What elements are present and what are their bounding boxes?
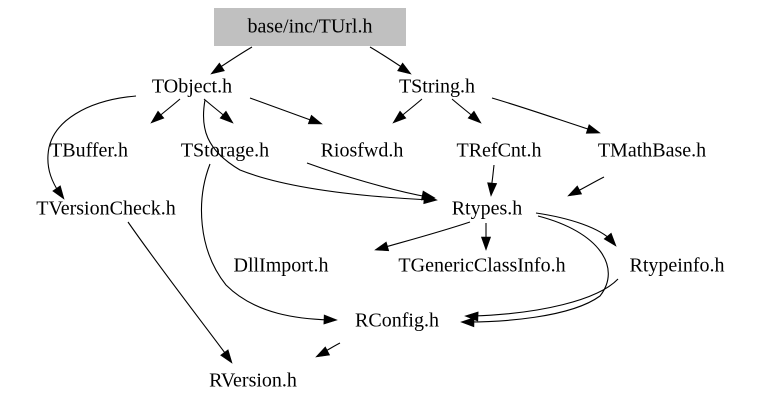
arrow-head-icon: [464, 311, 479, 322]
arrow-head-icon: [585, 124, 601, 134]
graph-node-tstring[interactable]: TString.h: [399, 76, 475, 98]
graph-node-tstorage[interactable]: TStorage.h: [181, 140, 269, 162]
edge-riosfwd-to-rtypes: [306, 162, 436, 201]
arrow-head-icon: [480, 236, 492, 251]
graph-node-tgeneric[interactable]: TGenericClassInfo.h: [398, 255, 565, 277]
node-label: TMathBase.h: [598, 140, 706, 162]
arrow-head-icon: [567, 185, 583, 197]
edge-rtypes-to-rtypeinfo: [535, 212, 617, 247]
arrow-head-icon: [52, 185, 65, 200]
arrow-head-icon: [307, 114, 323, 125]
edge-rtypes-to-rconfig: [460, 215, 609, 328]
edge-line: [381, 221, 471, 249]
edge-trefcnt-to-rtypes: [487, 164, 498, 197]
node-label: TObject.h: [152, 76, 232, 98]
edge-tobject-to-tstorage: [203, 98, 234, 124]
node-label: TStorage.h: [181, 140, 269, 162]
graph-node-trefcnt[interactable]: TRefCnt.h: [457, 140, 542, 162]
arrow-head-icon: [210, 62, 225, 75]
graph-node-tmathbase[interactable]: TMathBase.h: [598, 140, 706, 162]
edge-tstring-to-tmathbase: [491, 97, 601, 134]
edge-tstring-to-trefcnt: [451, 98, 482, 124]
edge-line: [467, 215, 609, 323]
arrow-head-icon: [487, 182, 498, 197]
graph-node-riosfwd[interactable]: Riosfwd.h: [321, 140, 404, 162]
arrow-head-icon: [220, 349, 233, 364]
graph-node-tversion[interactable]: TVersionCheck.h: [36, 198, 175, 220]
graph-node-rtypeinfo[interactable]: Rtypeinfo.h: [630, 255, 725, 277]
edge-turl-to-tobject: [210, 46, 253, 75]
graph-node-tobject[interactable]: TObject.h: [152, 76, 232, 98]
edge-tstorage-to-rconfig: [201, 163, 338, 325]
graph-node-rversion[interactable]: RVersion.h: [209, 370, 297, 392]
graph-node-rconfig[interactable]: RConfig.h: [355, 310, 439, 332]
edge-tversion-to-rversion: [127, 221, 233, 364]
edge-line: [535, 212, 613, 242]
arrow-head-icon: [420, 190, 436, 201]
node-label: TRefCnt.h: [457, 140, 542, 162]
arrow-head-icon: [467, 110, 482, 124]
edge-line: [127, 221, 229, 358]
node-label: TGenericClassInfo.h: [398, 255, 565, 277]
node-label: TString.h: [399, 76, 475, 98]
edge-tobject-to-riosfwd: [249, 97, 323, 125]
graph-node-rtypes[interactable]: Rtypes.h: [452, 198, 523, 220]
node-label: RConfig.h: [355, 310, 439, 332]
edge-line: [249, 97, 317, 123]
node-label: RVersion.h: [209, 370, 297, 392]
graph-node-dllimport[interactable]: DllImport.h: [234, 255, 329, 277]
edge-line: [306, 162, 429, 198]
edge-line: [47, 95, 137, 195]
arrow-head-icon: [150, 110, 165, 124]
edges-layer: [47, 46, 619, 364]
graph-node-turl[interactable]: base/inc/TUrl.h: [214, 8, 406, 46]
edge-line: [202, 99, 431, 201]
node-label: TVersionCheck.h: [36, 198, 175, 220]
root-node-background: [214, 8, 406, 46]
graph-node-tbuffer[interactable]: TBuffer.h: [50, 140, 128, 162]
edge-line: [201, 163, 331, 321]
edge-line: [471, 278, 619, 317]
node-label: TBuffer.h: [50, 140, 128, 162]
edge-turl-to-tstring: [369, 46, 412, 75]
edge-rtypeinfo-to-rconfig: [464, 278, 619, 322]
arrow-head-icon: [315, 346, 331, 358]
edge-rtypes-to-dllimport: [374, 221, 471, 252]
arrow-head-icon: [323, 314, 338, 325]
node-label: base/inc/TUrl.h: [248, 16, 373, 38]
arrow-head-icon: [219, 110, 234, 124]
node-label: Rtypes.h: [452, 198, 523, 220]
arrow-head-icon: [460, 317, 475, 328]
edge-tmathbase-to-rtypes: [567, 176, 605, 197]
edge-rtypes-to-tgeneric: [480, 223, 492, 251]
arrow-head-icon: [603, 232, 617, 247]
node-label: DllImport.h: [234, 255, 329, 277]
node-label: Riosfwd.h: [321, 140, 404, 162]
arrow-head-icon: [374, 241, 390, 252]
edge-tstring-to-riosfwd: [392, 98, 423, 124]
arrow-head-icon: [397, 62, 412, 75]
arrow-head-icon: [392, 110, 407, 124]
edge-line: [491, 97, 595, 132]
edge-tobject-to-tbuffer: [150, 98, 181, 124]
node-label: Rtypeinfo.h: [630, 255, 725, 277]
edge-tobject-to-tversion: [47, 95, 137, 200]
edge-rconfig-to-rversion: [315, 342, 341, 358]
